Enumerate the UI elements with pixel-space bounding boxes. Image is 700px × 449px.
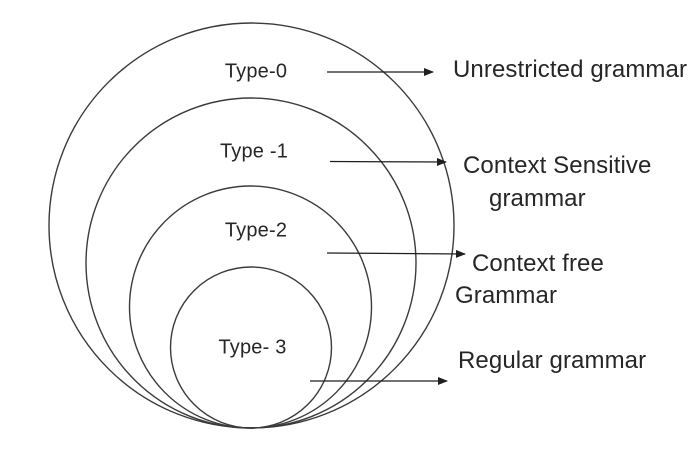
circle-type-0 bbox=[48, 22, 455, 429]
arrow-type-2 bbox=[326, 249, 466, 258]
circle-type-2 bbox=[128, 185, 373, 429]
arrow-type-1 bbox=[329, 157, 447, 166]
circle-type-1 bbox=[85, 97, 417, 429]
circle-type-3 bbox=[169, 266, 333, 429]
